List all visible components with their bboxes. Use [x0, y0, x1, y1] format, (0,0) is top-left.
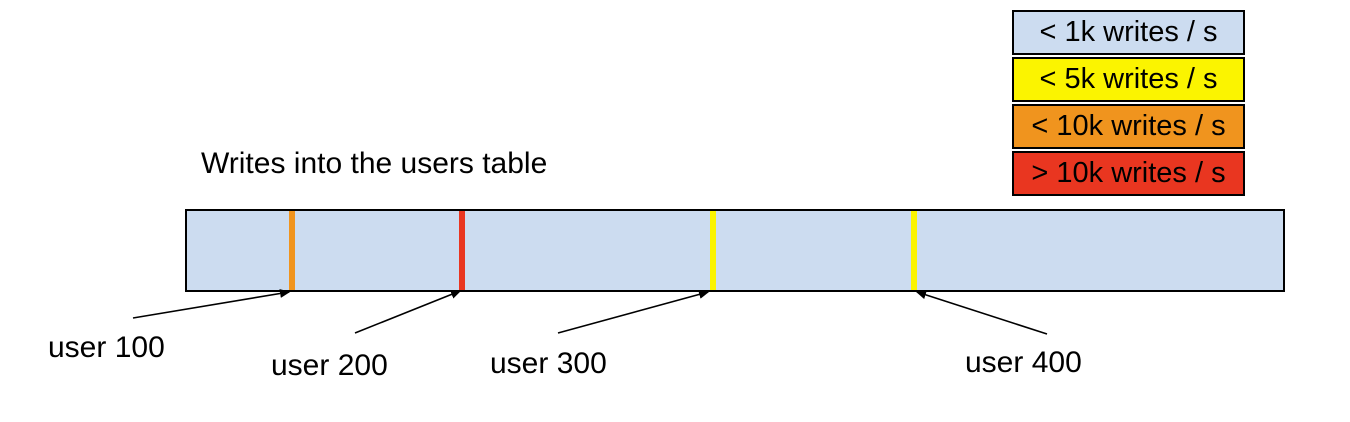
label-user-200: user 200 — [271, 349, 388, 382]
hotspot-user-300 — [710, 211, 716, 290]
diagram-title: Writes into the users table — [201, 147, 548, 180]
legend-item-lt-5k: < 5k writes / s — [1012, 57, 1245, 102]
label-user-400: user 400 — [965, 346, 1082, 379]
arrow-user-400 — [915, 290, 1048, 335]
hotspot-user-200 — [459, 211, 465, 290]
legend-item-lt-1k: < 1k writes / s — [1012, 10, 1245, 55]
hotspot-user-400 — [911, 211, 917, 290]
legend-item-lt-5k-label: < 5k writes / s — [1039, 63, 1218, 95]
legend-item-lt-10k-label: < 10k writes / s — [1031, 110, 1226, 142]
label-user-300: user 300 — [490, 347, 607, 380]
legend-item-lt-10k: < 10k writes / s — [1012, 104, 1245, 149]
legend-item-lt-1k-label: < 1k writes / s — [1039, 16, 1218, 48]
legend-item-gt-10k: > 10k writes / s — [1012, 151, 1245, 196]
hotspot-user-100 — [289, 211, 295, 290]
arrow-user-100 — [132, 289, 291, 319]
arrow-user-200 — [354, 290, 462, 334]
legend: < 1k writes / s < 5k writes / s < 10k wr… — [1012, 10, 1245, 196]
legend-item-gt-10k-label: > 10k writes / s — [1031, 157, 1226, 189]
label-user-100: user 100 — [48, 331, 165, 364]
arrow-user-300 — [557, 290, 710, 334]
users-table-bar — [185, 209, 1285, 292]
